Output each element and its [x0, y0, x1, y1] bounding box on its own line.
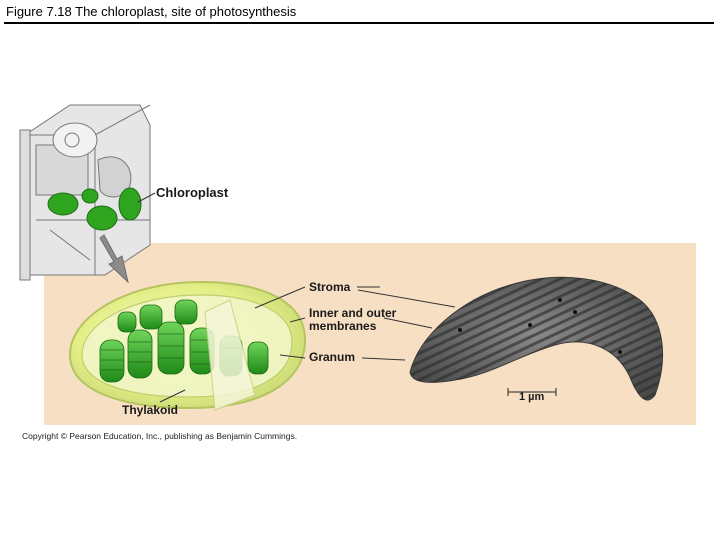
chloroplast-leader [137, 192, 156, 203]
scale-bar [507, 388, 557, 396]
zoom-arrow [99, 234, 129, 284]
cell-chloroplasts [47, 187, 142, 231]
label-thylakoid: Thylakoid [122, 403, 179, 417]
figure-title: Figure 7.18 The chloroplast, site of pho… [6, 4, 297, 19]
label-inner-outer-line1: Inner and outer [309, 306, 397, 320]
electron-micrograph [409, 276, 664, 401]
label-inner-outer-line2: membranes [309, 319, 377, 333]
title-divider [4, 22, 714, 24]
chloroplast-cutaway [68, 280, 307, 411]
label-granum: Granum [309, 350, 356, 364]
label-scale-bar: 1 µm [519, 391, 545, 403]
label-leaders [159, 286, 456, 403]
label-chloroplast: Chloroplast [156, 185, 229, 200]
label-stroma: Stroma [309, 280, 351, 294]
copyright-notice: Copyright © Pearson Education, Inc., pub… [22, 431, 298, 441]
